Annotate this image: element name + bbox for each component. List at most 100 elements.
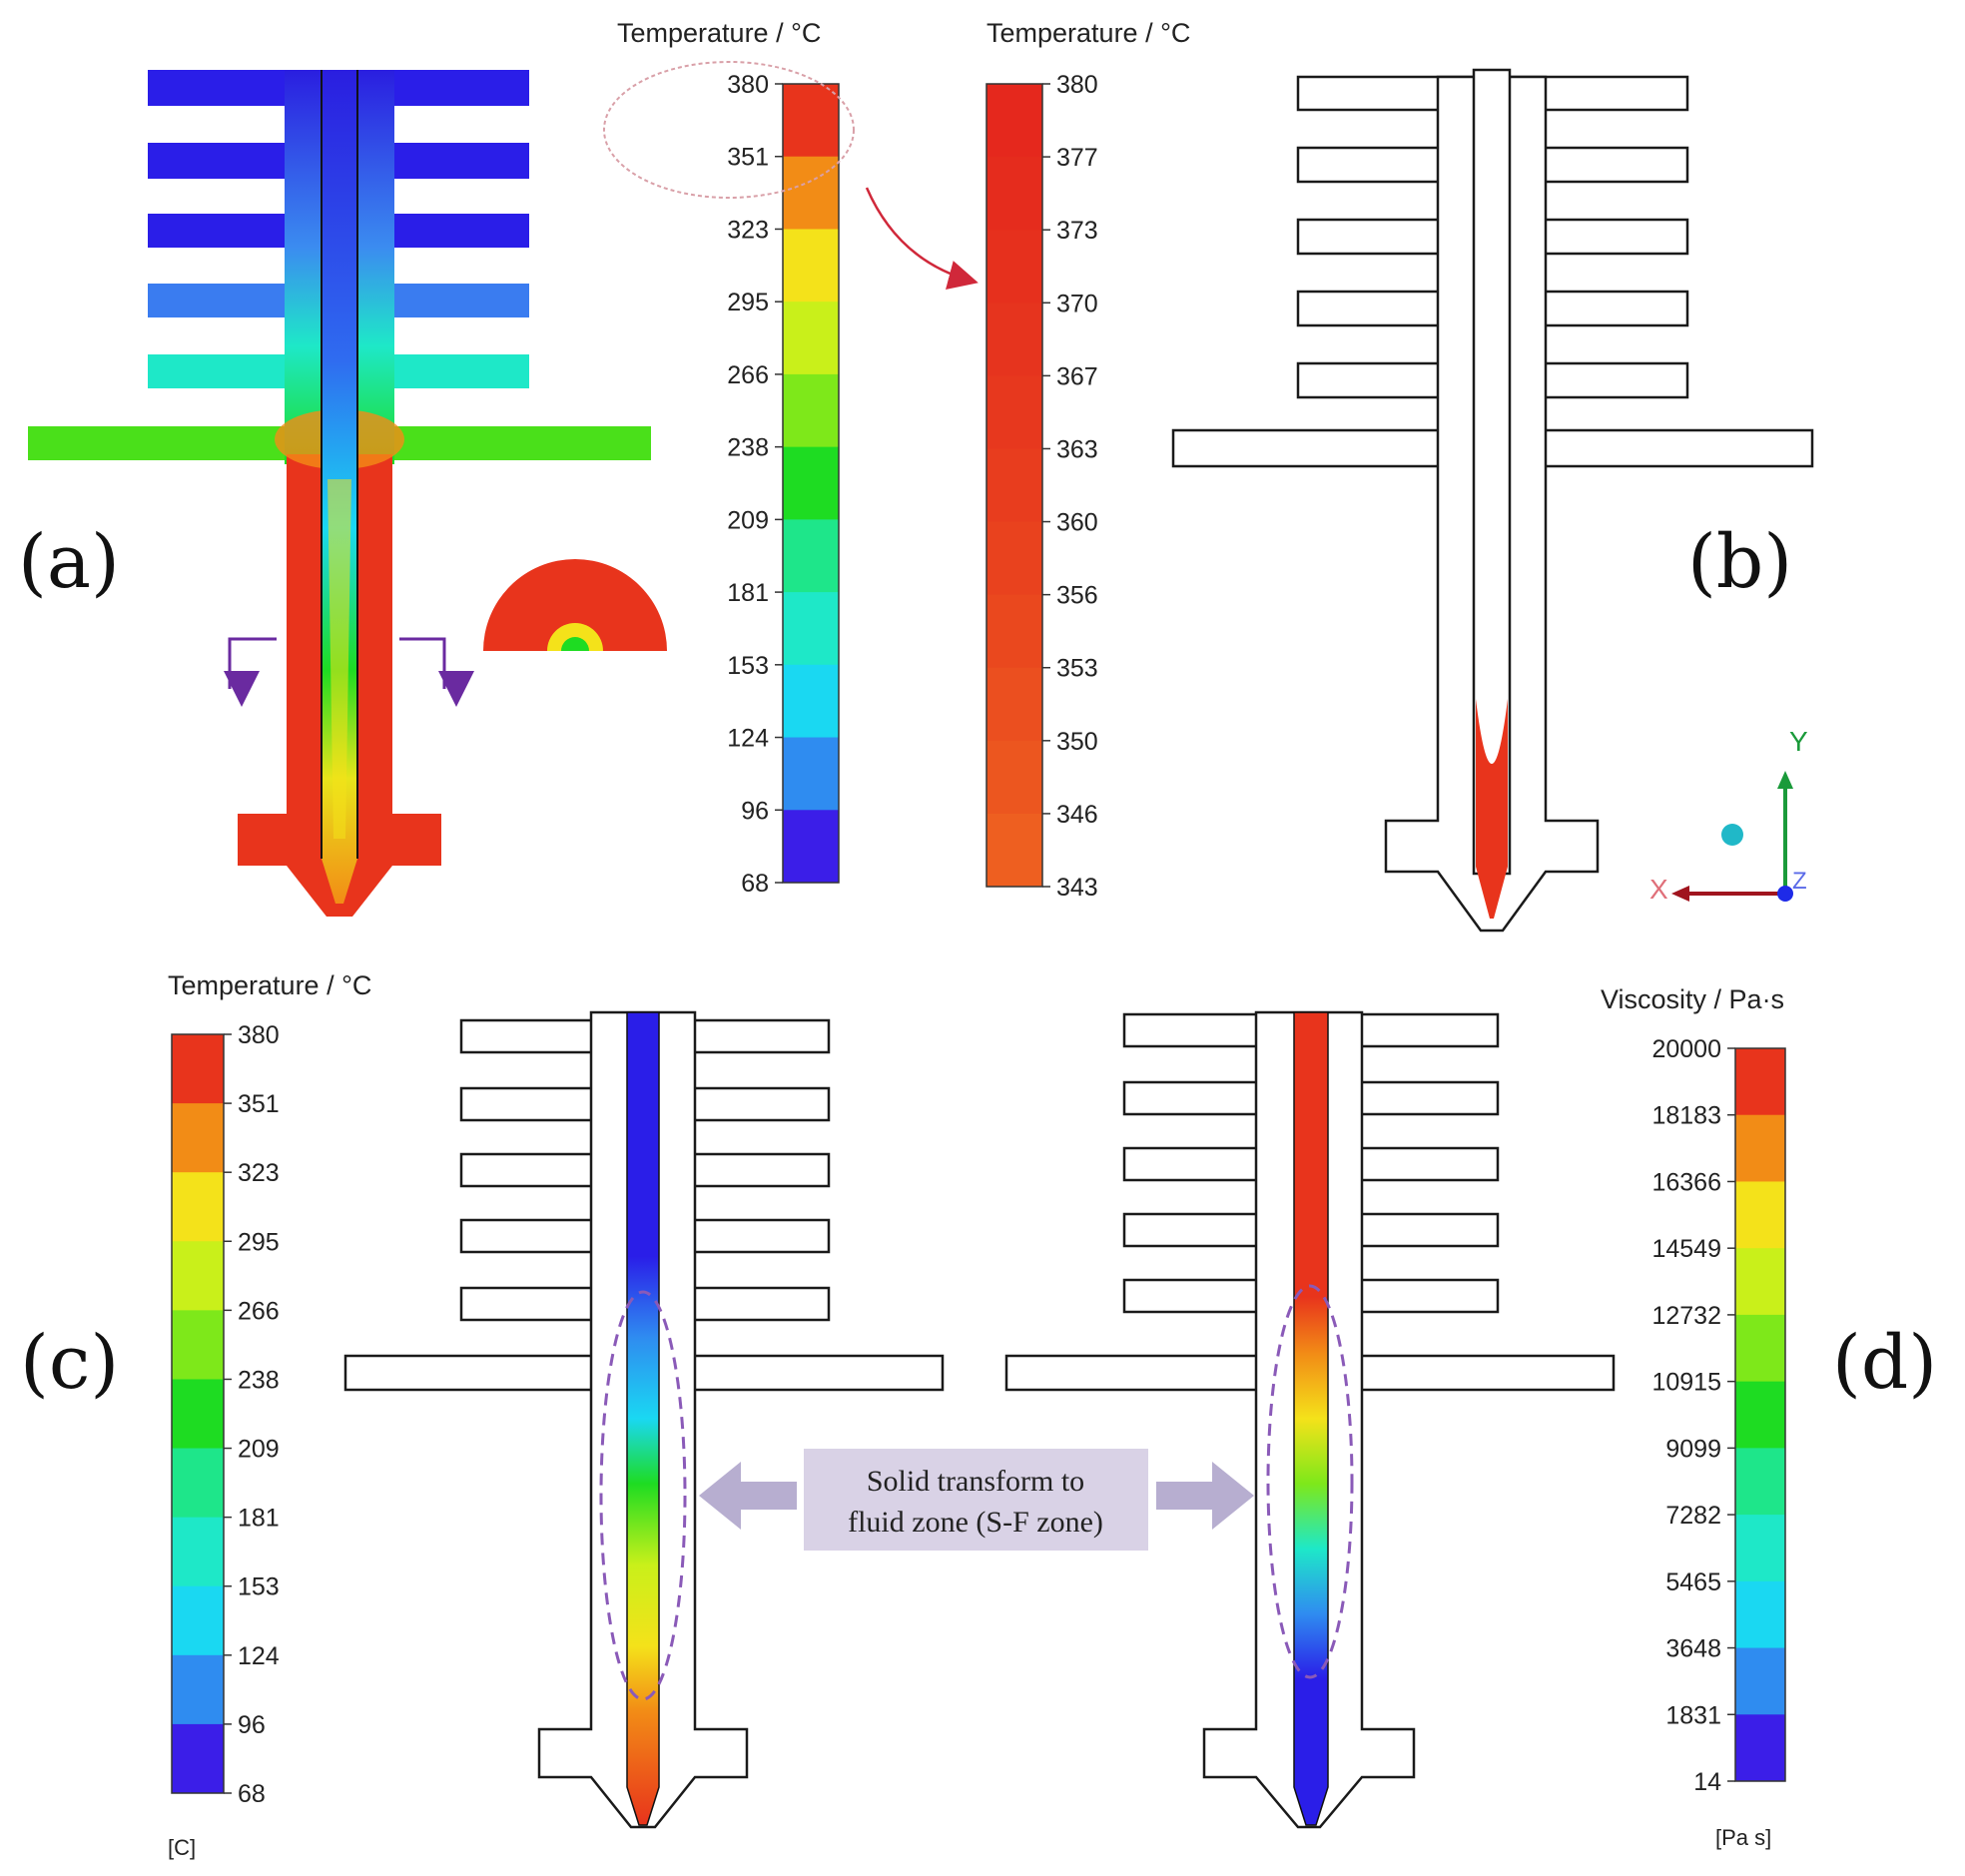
panel-d: (d) bbox=[1004, 1010, 1937, 1829]
colorbar-tick-label: 1831 bbox=[1665, 1701, 1721, 1729]
cross-section-a bbox=[483, 559, 667, 651]
colorbar-band bbox=[1735, 1314, 1785, 1383]
colorbar-band bbox=[1735, 1181, 1785, 1249]
panel-a: (a) bbox=[18, 70, 667, 917]
section-arrow-left bbox=[224, 637, 277, 707]
colorbar-tick-label: 351 bbox=[727, 144, 769, 172]
colorbar-temperature-zoom: Temperature / °C 38037737337036736336035… bbox=[985, 18, 1190, 902]
colorbar-tick-label: 153 bbox=[238, 1573, 280, 1601]
colorbar-band bbox=[783, 373, 839, 448]
colorbar-tick-label: 238 bbox=[238, 1366, 280, 1394]
colorbar-band bbox=[172, 1585, 224, 1656]
channel-c bbox=[626, 1011, 660, 1826]
colorbar-frame bbox=[985, 83, 1043, 888]
colorbar-3-title: Temperature / °C bbox=[168, 970, 371, 1000]
colorbar-tick-label: 10915 bbox=[1651, 1369, 1721, 1397]
colorbar-tick-label: 295 bbox=[727, 289, 769, 316]
colorbar-band bbox=[986, 230, 1042, 304]
colorbar-tick-label: 380 bbox=[1056, 71, 1098, 99]
colorbar-tick-label: 96 bbox=[741, 797, 769, 825]
colorbar-band bbox=[1735, 1647, 1785, 1715]
colorbar-tick-label: 353 bbox=[1056, 655, 1098, 683]
colorbar-band bbox=[986, 740, 1042, 815]
colorbar-band bbox=[783, 229, 839, 303]
colorbar-band bbox=[986, 375, 1042, 449]
colorbar-band bbox=[172, 1517, 224, 1587]
zoom-arrow bbox=[865, 187, 979, 291]
colorbar-frame bbox=[782, 83, 840, 884]
colorbar-tick-label: 16366 bbox=[1651, 1168, 1721, 1196]
annotation-arrow-right bbox=[1156, 1462, 1254, 1530]
colorbar-tick-label: 295 bbox=[238, 1228, 280, 1256]
colorbar-tick-label: 367 bbox=[1056, 362, 1098, 390]
colorbar-band bbox=[986, 813, 1042, 888]
sf-zone-ellipse-c bbox=[599, 1290, 687, 1701]
colorbar-tick-label: 323 bbox=[727, 216, 769, 244]
colorbar-tick-label: 209 bbox=[238, 1436, 280, 1464]
colorbar-tick-label: 370 bbox=[1056, 290, 1098, 317]
colorbar-tick-label: 153 bbox=[727, 652, 769, 680]
view-sphere bbox=[1721, 824, 1743, 846]
colorbar-tick-label: 360 bbox=[1056, 509, 1098, 537]
colorbar-band bbox=[172, 1448, 224, 1519]
colorbar-band bbox=[172, 1723, 224, 1794]
colorbar-tick-label: 380 bbox=[238, 1021, 280, 1049]
colorbar-tick-label: 209 bbox=[727, 506, 769, 534]
colorbar-band bbox=[1735, 1448, 1785, 1516]
colorbar-band bbox=[1735, 1580, 1785, 1649]
colorbar-tick-label: 124 bbox=[727, 725, 769, 753]
axis-x-arrow bbox=[1671, 886, 1689, 902]
colorbar-tick-label: 373 bbox=[1056, 217, 1098, 245]
colorbar-4-title: Viscosity / Pa·s bbox=[1601, 984, 1784, 1014]
colorbar-tick-label: 7282 bbox=[1665, 1502, 1721, 1530]
axis-z-label: Z bbox=[1792, 868, 1807, 895]
colorbar-tick-label: 181 bbox=[727, 579, 769, 607]
colorbar-tick-label: 266 bbox=[238, 1297, 280, 1325]
sf-zone-ellipse-d bbox=[1266, 1284, 1354, 1679]
colorbar-band bbox=[172, 1034, 224, 1104]
cross-section-a-core bbox=[561, 637, 589, 651]
colorbar-band bbox=[783, 84, 839, 158]
colorbar-frame bbox=[171, 1033, 225, 1794]
colorbar-tick-label: 3648 bbox=[1665, 1635, 1721, 1663]
colorbar-tick-label: 5465 bbox=[1665, 1568, 1721, 1596]
colorbar-band bbox=[1735, 1381, 1785, 1449]
colorbar-temperature-full: Temperature / °C 38035132329526623820918… bbox=[603, 18, 979, 898]
colorbar-band bbox=[172, 1379, 224, 1450]
panel-c: (c) bbox=[20, 1010, 945, 1829]
colorbar-4-unit: [Pa s] bbox=[1715, 1825, 1771, 1850]
channel-a-glow bbox=[328, 479, 351, 839]
colorbar-2-title: Temperature / °C bbox=[986, 18, 1190, 48]
colorbar-tick-label: 9099 bbox=[1665, 1435, 1721, 1463]
colorbar-frame bbox=[1734, 1047, 1786, 1782]
colorbar-tick-label: 380 bbox=[727, 71, 769, 99]
colorbar-tick-label: 14 bbox=[1693, 1768, 1721, 1796]
zoom-ellipse bbox=[603, 61, 855, 199]
colorbar-tick-label: 68 bbox=[238, 1780, 266, 1808]
colorbar-band bbox=[783, 302, 839, 375]
colorbar-viscosity: Viscosity / Pa·s 20000181831636614549127… bbox=[1601, 984, 1786, 1850]
colorbar-band bbox=[783, 592, 839, 666]
colorbar-band bbox=[172, 1103, 224, 1173]
colorbar-band bbox=[1735, 1048, 1785, 1116]
colorbar-band bbox=[172, 1310, 224, 1380]
colorbar-tick-label: 14549 bbox=[1651, 1235, 1721, 1263]
colorbar-band bbox=[783, 664, 839, 739]
panel-b: (b) Y X Z bbox=[1171, 68, 1814, 933]
colorbar-band bbox=[986, 521, 1042, 596]
annotation-line-1: Solid transform to bbox=[867, 1465, 1084, 1498]
annotation-arrow-left bbox=[699, 1462, 797, 1530]
colorbar-band bbox=[986, 594, 1042, 669]
colorbar-band bbox=[1735, 1515, 1785, 1582]
colorbar-tick-label: 181 bbox=[238, 1505, 280, 1533]
colorbar-band bbox=[172, 1172, 224, 1242]
colorbar-tick-label: 356 bbox=[1056, 582, 1098, 610]
melt-b bbox=[1476, 699, 1508, 919]
colorbar-tick-label: 350 bbox=[1056, 728, 1098, 756]
colorbar-tick-label: 363 bbox=[1056, 435, 1098, 463]
colorbar-band bbox=[986, 84, 1042, 158]
axis-z-dot bbox=[1777, 886, 1793, 902]
sf-zone-annotation: Solid transform to fluid zone (S-F zone) bbox=[699, 1449, 1254, 1551]
colorbar-1-title: Temperature / °C bbox=[617, 18, 821, 48]
colorbar-tick-label: 96 bbox=[238, 1711, 266, 1739]
